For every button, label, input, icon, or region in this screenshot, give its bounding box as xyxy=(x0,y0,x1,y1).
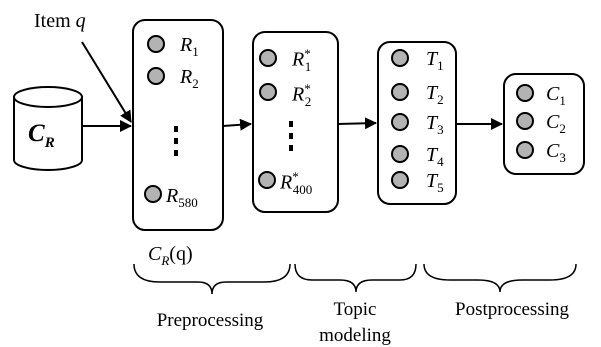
database-sub: R xyxy=(44,135,55,151)
circle-t5 xyxy=(391,171,409,189)
topics-box xyxy=(377,41,457,205)
label-r1: R1 xyxy=(180,34,199,59)
filtered-box xyxy=(252,31,339,213)
circle-t2 xyxy=(391,83,409,101)
circle-c2 xyxy=(516,112,534,130)
database-cylinder xyxy=(13,86,83,171)
database-label: CR xyxy=(28,121,55,151)
database-main: C xyxy=(28,120,45,147)
item-variable: q xyxy=(75,10,86,32)
circle-t1 xyxy=(391,49,409,67)
arrow-item-to-box xyxy=(81,41,132,123)
label-r2: R2 xyxy=(180,66,199,91)
label-c1: C1 xyxy=(546,83,566,108)
circle-r2 xyxy=(147,67,165,85)
label-c2: C2 xyxy=(546,111,566,136)
item-circles xyxy=(144,35,534,203)
label-t1: T1 xyxy=(426,48,444,73)
item-q-label: Item q xyxy=(34,11,86,31)
label-t2: T2 xyxy=(426,82,444,107)
brace-postprocessing xyxy=(423,263,577,293)
circle-c1 xyxy=(516,84,534,102)
circle-r2-star xyxy=(259,83,277,101)
label-c3: C3 xyxy=(546,140,566,165)
arrow-box2-to-box3 xyxy=(337,117,377,130)
stage-braces xyxy=(133,263,577,295)
label-t4: T4 xyxy=(426,144,444,169)
circle-t3 xyxy=(391,113,409,131)
label-t5: T5 xyxy=(426,170,444,195)
circle-r1-star xyxy=(259,49,277,67)
label-t3: T3 xyxy=(426,112,444,137)
circle-r1 xyxy=(147,35,165,53)
flow-arrows xyxy=(81,41,503,132)
stage-postprocessing: Postprocessing xyxy=(455,299,569,320)
label-r400-star: R*400 xyxy=(280,169,313,197)
circle-r580 xyxy=(144,185,162,203)
clusters-box xyxy=(503,73,585,175)
label-r580: R580 xyxy=(166,185,198,210)
stage-topic-label-line1: Topic xyxy=(333,299,377,320)
ellipsis-dots xyxy=(174,121,293,156)
arrow-box1-to-box2 xyxy=(222,118,252,131)
label-r2-star: R*2 xyxy=(292,81,312,109)
item-label-text: Item xyxy=(34,10,71,32)
stage-topic-label-line2: modeling xyxy=(319,325,391,346)
brace-topic-modeling xyxy=(294,263,417,293)
stage-preprocessing: Preprocessing xyxy=(156,310,264,331)
circle-r400-star xyxy=(258,171,276,189)
label-r1-star: R*1 xyxy=(292,46,312,74)
circle-t4 xyxy=(391,145,409,163)
brace-preprocessing xyxy=(133,263,291,295)
circle-c3 xyxy=(516,141,534,159)
candidate-set-caption: CR(q) xyxy=(148,243,193,268)
